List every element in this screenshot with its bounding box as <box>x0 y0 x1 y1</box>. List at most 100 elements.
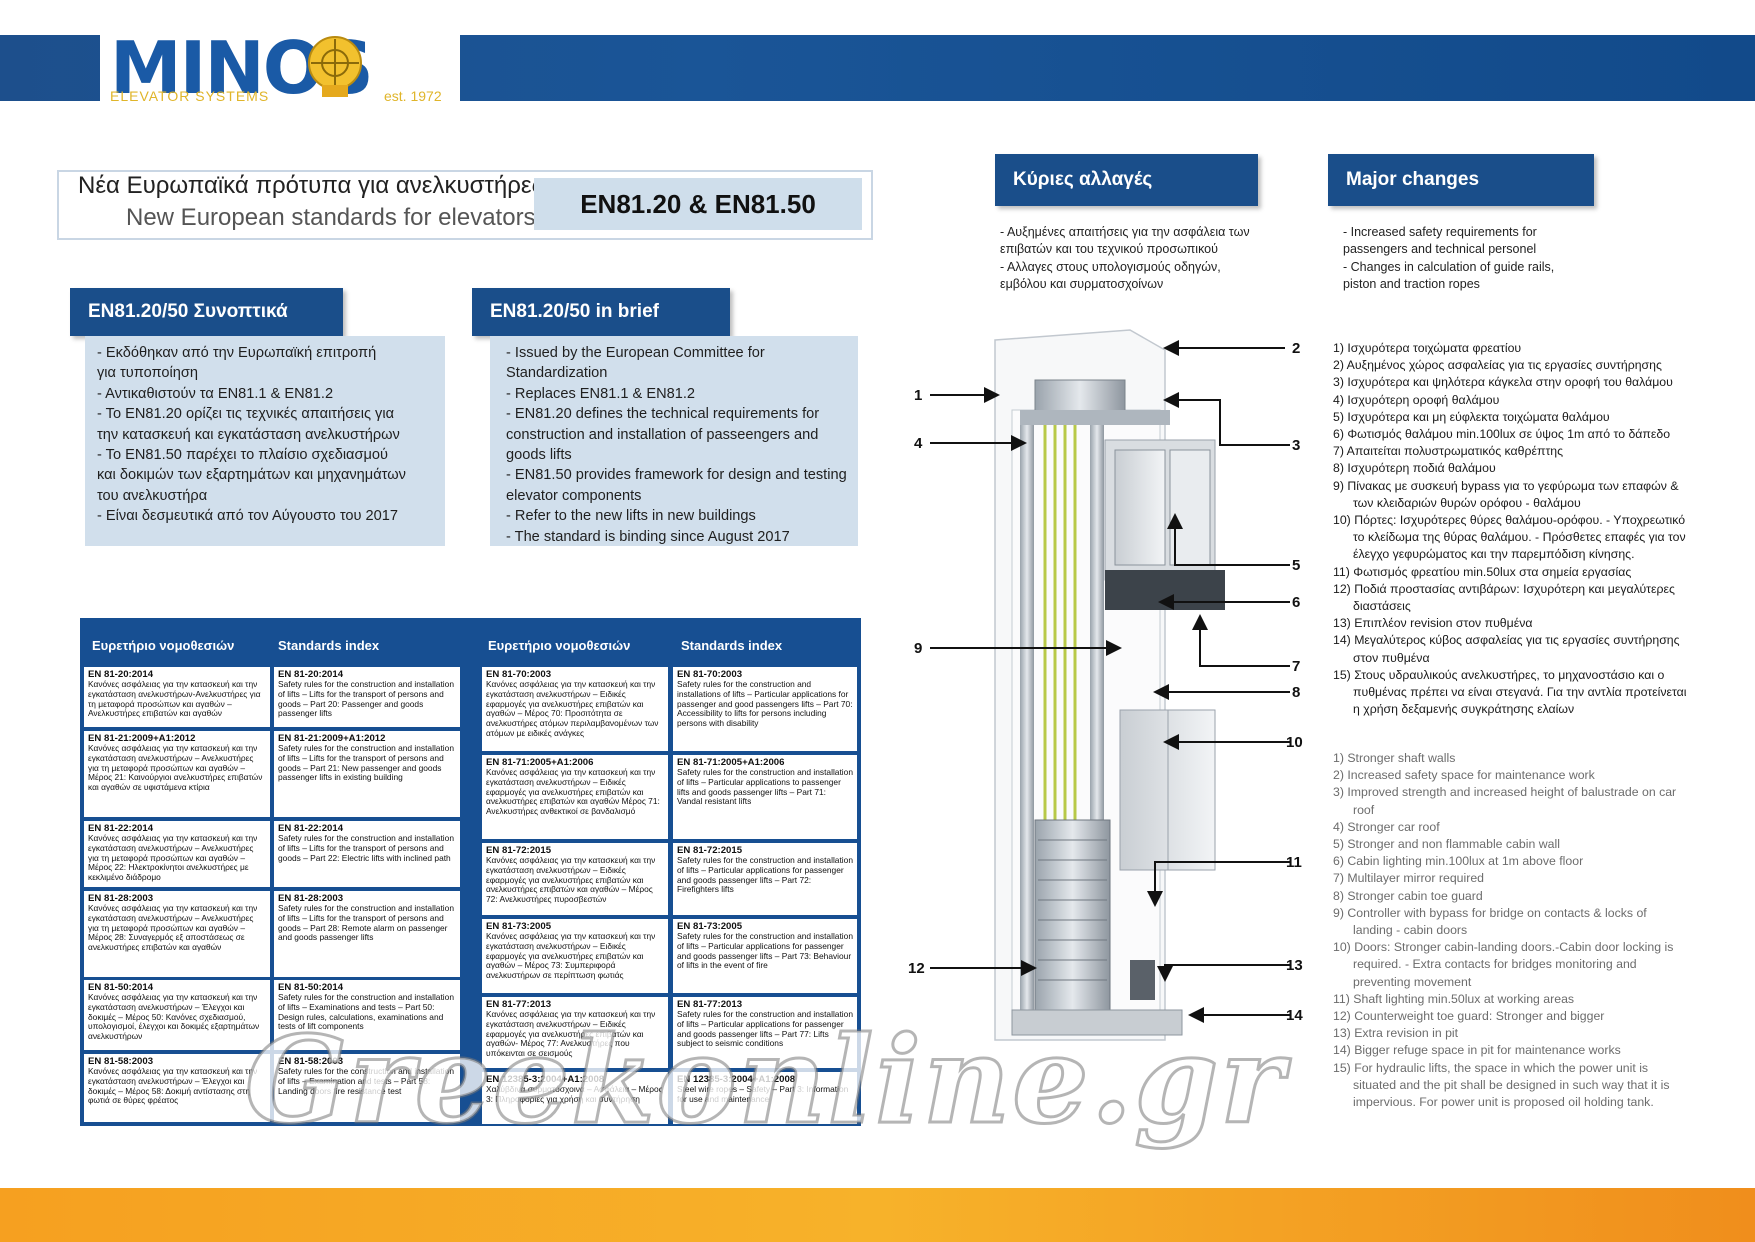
standard-description: Safety rules for the construction and in… <box>278 679 454 719</box>
list-item: 7) Απαιτείται πολυστρωματικός καθρέπτης <box>1333 444 1564 459</box>
standard-code: EN 81-21:2009+A1:2012 <box>88 733 196 744</box>
list-item: 7) Multilayer mirror required <box>1333 871 1485 886</box>
brief-greek-header: EN81.20/50 Συνοπτικά <box>70 288 343 336</box>
standard-description: Κανόνες ασφάλειας για την κατασκευή και … <box>486 679 659 738</box>
list-item: - Το EN81.50 παρέχει το πλαίσιο σχεδιασμ… <box>97 447 389 464</box>
list-item: - Το EN81.20 ορίζει τις τεχνικές απαιτήσ… <box>97 406 395 423</box>
standard-code: EN 81-21:2009+A1:2012 <box>278 733 386 744</box>
logo-background <box>100 30 460 108</box>
standard-code: EN 81-70:2003 <box>486 669 552 680</box>
standard-description: Κανόνες ασφάλειας για την κατασκευή και … <box>486 931 656 981</box>
list-item: - Changes in calculation of guide rails, <box>1343 259 1555 274</box>
standard-code: EN 12385-3:2004+A1:2008 <box>486 1074 605 1085</box>
standard-code: EN 81-22:2014 <box>278 823 344 834</box>
list-item: 10) Πόρτες: Ισχυρότερες θύρες θαλάμου-ορ… <box>1333 513 1686 562</box>
standard-code: EN 81-72:2015 <box>486 845 552 856</box>
diagram-callouts <box>930 340 1290 1023</box>
standard-description: Safety rules for the construction and in… <box>677 679 853 729</box>
standard-description: Κανόνες ασφάλειας για την κατασκευή και … <box>88 833 258 883</box>
list-item: - Αντικαθιστούν τα EN81.1 & EN81.2 <box>97 385 334 402</box>
standard-description: Κανόνες ασφάλειας για την κατασκευή και … <box>486 855 656 905</box>
list-item: 12) Counterweight toe guard: Stronger an… <box>1333 1009 1605 1024</box>
list-item: passengers and technical personel <box>1343 242 1537 257</box>
standard-code: EN 12385-3:2004+A1:2008 <box>677 1074 796 1085</box>
list-item: 12) Ποδιά προστασίας αντιβάρων: Ισχυρότε… <box>1333 581 1675 614</box>
table-header-gr-right: Ευρετήριο νομοθεσιών <box>488 638 631 653</box>
standard-code: EN 81-73:2005 <box>677 921 743 932</box>
list-item: 2) Αυξημένος χώρος ασφαλείας για τις εργ… <box>1333 358 1662 373</box>
standard-code: EN 81-72:2015 <box>677 845 743 856</box>
standard-description: Χαλύβδινα συρματόσχοινα – Ασφάλεια – Μέρ… <box>486 1084 663 1104</box>
standard-code: EN 81-73:2005 <box>486 921 552 932</box>
shaft-structure <box>994 329 1225 1041</box>
major-changes-english-header: Major changes <box>1328 154 1594 206</box>
list-item: elevator components <box>506 487 642 504</box>
list-item: piston and traction ropes <box>1343 277 1480 292</box>
standard-code: EN 81-50:2014 <box>278 982 344 993</box>
standard-description: Safety rules for the construction and in… <box>677 1009 853 1049</box>
logo-established: est. 1972 <box>384 88 442 104</box>
diagram-label-14: 14 <box>1286 1007 1303 1024</box>
list-item: construction and installation of passeen… <box>506 426 819 443</box>
standard-description: Safety rules for the construction and in… <box>278 1066 454 1096</box>
diagram-label-4: 4 <box>914 435 923 452</box>
standard-code: EN 81-50:2014 <box>88 982 154 993</box>
list-item: - Increased safety requirements for <box>1343 225 1537 239</box>
standard-description: Κανόνες ασφάλειας για την κατασκευή και … <box>88 1066 258 1106</box>
page-title-english: New European standards for elevators <box>126 204 536 231</box>
list-item: 9) Πίνακας με συσκευή bypass για το γεφύ… <box>1333 478 1679 510</box>
list-item: - EN81.50 provides framework for design … <box>506 467 847 484</box>
diagram-label-8: 8 <box>1292 684 1300 701</box>
list-item: 14) Μεγαλύτερος κύβος ασφαλείας για τις … <box>1333 633 1680 665</box>
brief-greek-list: - Εκδόθηκαν από την Ευρωπαϊκή επιτροπή γι… <box>97 343 441 527</box>
standard-code: EN 81-28:2003 <box>88 893 154 904</box>
list-item: για τυποποίηση <box>97 365 199 382</box>
list-item: 6) Φωτισμός θαλάμου min.100lux σε ύψος 1… <box>1333 427 1671 442</box>
standard-code-title: EN81.20 & EN81.50 <box>580 189 816 219</box>
logo-emblem-icon <box>308 36 362 97</box>
table-header-en-left: Standards index <box>278 638 380 653</box>
list-item: την κατασκευή και εγκατάσταση ανελκυστήρ… <box>97 426 400 443</box>
brief-english-panel <box>490 336 858 546</box>
diagram-label-6: 6 <box>1292 594 1300 611</box>
diagram-label-9: 9 <box>914 640 922 657</box>
brief-english-header: EN81.20/50 in brief <box>472 288 730 336</box>
list-item: 6) Cabin lighting min.100lux at 1m above… <box>1333 854 1584 869</box>
diagram-label-1: 1 <box>914 387 922 404</box>
title-code-box <box>534 178 862 230</box>
standard-description: Safety rules for the construction and in… <box>278 992 454 1032</box>
standard-description: Safety rules for the construction and in… <box>677 767 853 807</box>
standard-code: EN 81-58:2003 <box>278 1056 344 1067</box>
list-item: 13) Επιπλέον revision στον πυθμένα <box>1333 616 1533 631</box>
list-item: 14) Bigger refuge space in pit for maint… <box>1333 1043 1621 1058</box>
list-item: 3) Improved strength and increased heigh… <box>1333 785 1677 817</box>
logo-subtitle: ELEVATOR SYSTEMS <box>110 88 270 104</box>
diagram-label-3: 3 <box>1292 437 1300 454</box>
list-item: 11) Shaft lighting min.50lux at working … <box>1333 991 1575 1006</box>
list-item: του ανελκυστήρα <box>97 487 208 504</box>
standard-description: Κανόνες ασφάλειας για την κατασκευή και … <box>88 743 263 793</box>
standard-code: EN 81-20:2014 <box>278 669 344 680</box>
list-item: 2) Increased safety space for maintenanc… <box>1333 768 1595 783</box>
list-item: 3) Ισχυρότερα και ψηλότερα κάγκελα στην … <box>1333 375 1673 390</box>
list-item: - Εκδόθηκαν από την Ευρωπαϊκή επιτροπή <box>97 345 377 361</box>
watermark-text: Greekonline.gr <box>244 1009 1286 1153</box>
standard-code: EN 81-70:2003 <box>677 669 743 680</box>
standard-description: Steel wire ropes – Safety – Part 3: Info… <box>677 1084 849 1104</box>
standard-description: Safety rules for the construction and in… <box>677 855 853 895</box>
